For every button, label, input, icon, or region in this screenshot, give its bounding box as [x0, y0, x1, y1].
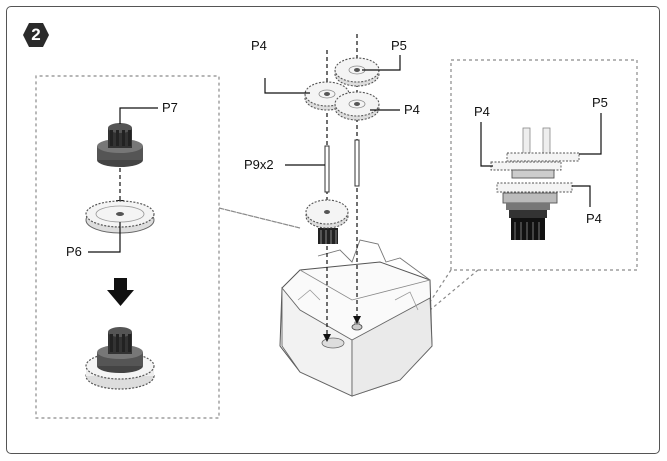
label-p7: P7: [162, 100, 178, 115]
label-p4-top: P4: [251, 38, 267, 53]
middle-compound-gear: [305, 199, 349, 244]
p4-lower-gear: [334, 91, 380, 121]
badge-hexagon-icon: [23, 23, 49, 47]
down-arrow-icon: [107, 278, 134, 306]
p5-top-gear: [334, 57, 380, 87]
label-inset-p4-top: P4: [474, 104, 490, 119]
inset-p5-leader-line: [579, 113, 602, 155]
p7-leader-line: [119, 107, 158, 124]
label-p5-top: P5: [391, 38, 407, 53]
p4-top-leader-line: [264, 78, 310, 94]
p6-leader-line: [88, 222, 121, 253]
label-p6: P6: [66, 244, 82, 259]
left-axis-arrowhead-icon: [323, 334, 331, 342]
inset-p4-top-leader-line: [480, 122, 493, 167]
label-p4-mid: P4: [404, 102, 420, 117]
label-inset-p5: P5: [592, 95, 608, 110]
step-number-badge: 2: [22, 22, 50, 48]
label-p9: P9x2: [244, 157, 274, 172]
left-inset-box: [35, 75, 301, 419]
inset-p4-bottom-leader-line: [572, 185, 591, 207]
assembled-gear-stack: [490, 127, 580, 240]
label-inset-p4-bottom: P4: [586, 211, 602, 226]
p7-pinion-gear: [97, 123, 143, 167]
p9-shafts: [324, 139, 360, 193]
step-number: 2: [31, 25, 41, 44]
right-axis-arrowhead-icon: [353, 316, 361, 324]
combined-p6-p7-gear: [85, 327, 155, 390]
instruction-frame: [6, 6, 660, 454]
p5-top-leader-line: [362, 55, 401, 71]
servo-housing: [279, 239, 433, 397]
